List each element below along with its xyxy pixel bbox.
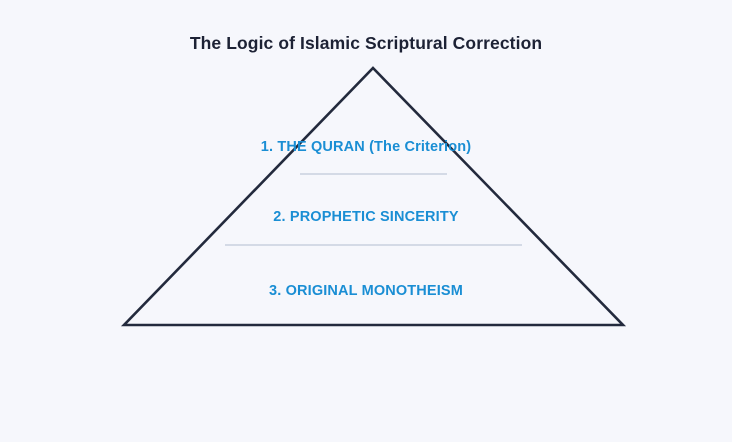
pyramid-layer-label-1: 1. THE QURAN (The Criterion) [260, 139, 472, 155]
page-title: The Logic of Islamic Scriptural Correcti… [189, 33, 543, 53]
pyramid-layer-label-2: 2. PROPHETIC SINCERITY [273, 209, 459, 225]
pyramid-triangle-shape [120, 66, 627, 327]
pyramid-divider-tier-1-2 [300, 173, 447, 175]
pyramid-divider-tier-2-3 [225, 244, 522, 246]
pyramid-layer-label-3: 3. ORIGINAL MONOTHEISM [269, 283, 463, 299]
